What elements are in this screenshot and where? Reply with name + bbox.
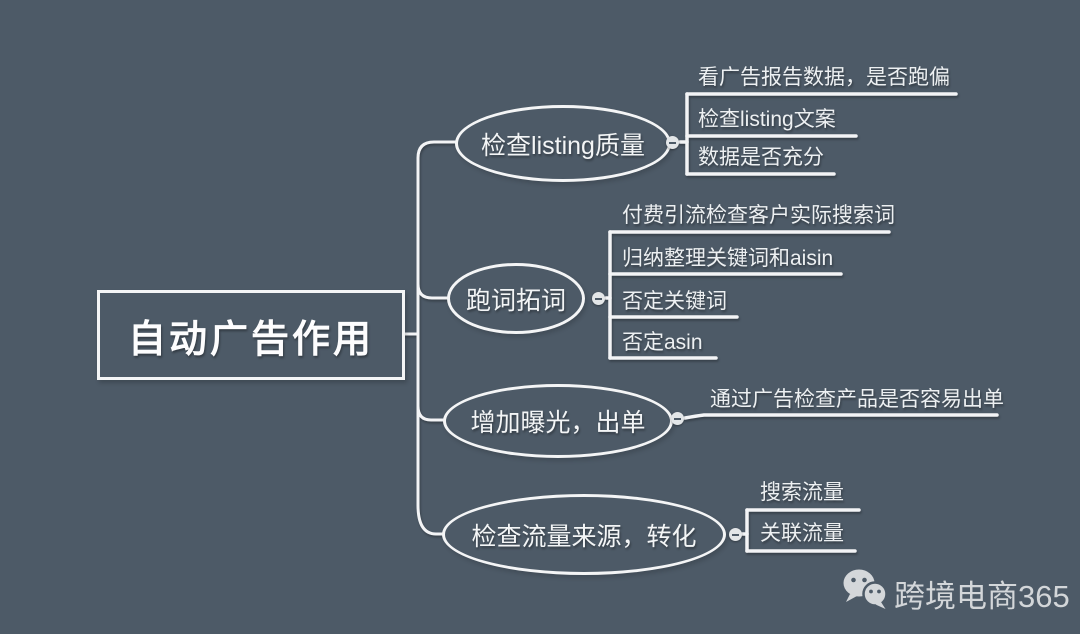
minus-icon [732, 533, 739, 536]
child-topic[interactable]: 通过广告检查产品是否容易出单 [710, 388, 1004, 411]
bottom-divider [0, 634, 1080, 638]
minus-icon [595, 297, 602, 300]
child-topic[interactable]: 检查listing文案 [698, 108, 836, 131]
branch-topic-label: 增加曝光，出单 [470, 409, 646, 437]
wechat-icon [843, 569, 888, 609]
branch-topic-label: 跑词拓词 [465, 286, 566, 315]
minus-icon [674, 417, 681, 420]
child-topic[interactable]: 否定关键词 [622, 290, 727, 313]
child-topic[interactable]: 数据是否充分 [698, 146, 824, 169]
branch-topic-run-keywords[interactable]: 跑词拓词 [447, 263, 585, 334]
root-topic-label: 自动广告作用 [127, 318, 374, 361]
child-topic[interactable]: 归纳整理关键词和aisin [622, 247, 834, 270]
collapse-button[interactable] [666, 136, 679, 149]
collapse-button[interactable] [671, 412, 684, 425]
root-topic[interactable]: 自动广告作用 [97, 290, 405, 380]
branch-topic-check-traffic-source[interactable]: 检查流量来源，转化 [442, 494, 726, 575]
watermark-label: 跨境电商365 [894, 579, 1070, 614]
child-topic[interactable]: 关联流量 [760, 522, 844, 545]
branch-topic-label: 检查listing质量 [481, 131, 645, 160]
branch-topic-label: 检查流量来源，转化 [471, 522, 697, 551]
collapse-button[interactable] [592, 292, 605, 305]
branch-topic-increase-exposure[interactable]: 增加曝光，出单 [443, 384, 673, 458]
child-topic[interactable]: 付费引流检查客户实际搜索词 [622, 204, 895, 227]
child-topic[interactable]: 搜索流量 [760, 481, 844, 504]
minus-icon [669, 141, 676, 144]
child-topic[interactable]: 看广告报告数据，是否跑偏 [698, 66, 950, 89]
branch-topic-check-listing-quality[interactable]: 检查listing质量 [455, 105, 671, 182]
collapse-button[interactable] [729, 528, 742, 541]
child-topic[interactable]: 否定asin [622, 331, 703, 354]
